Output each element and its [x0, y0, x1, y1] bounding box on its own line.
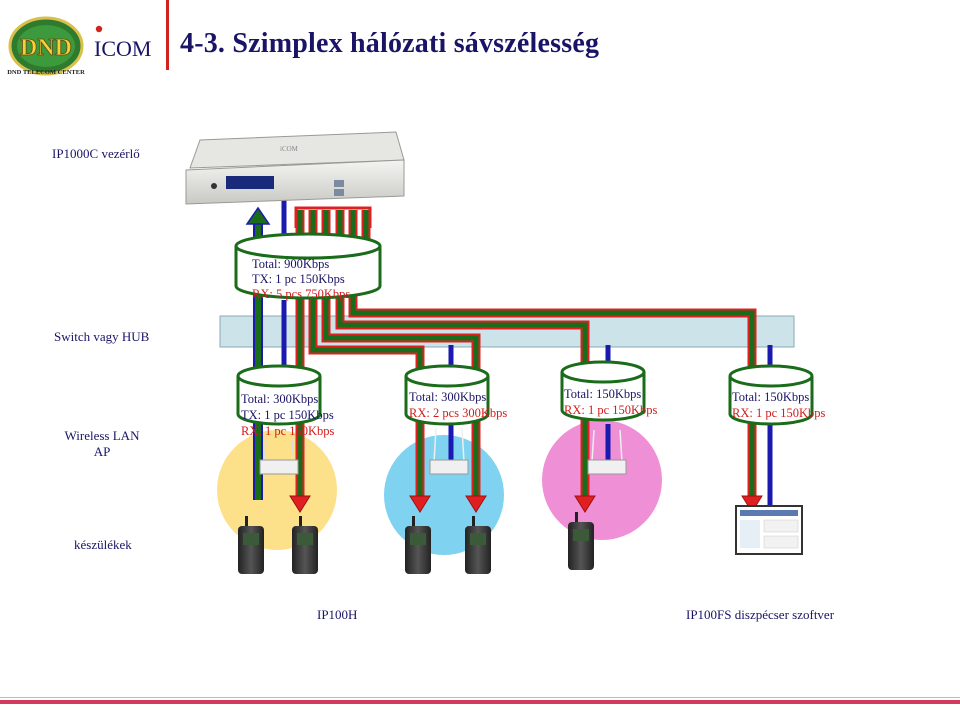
footer-line: [0, 700, 960, 704]
ip100fs-label: IP100FS diszpécser szoftver: [686, 607, 835, 622]
ap3-total: Total: 150Kbps: [564, 387, 641, 401]
ap-label-line1: Wireless LAN: [64, 428, 140, 443]
ip100h-radio-2: [292, 516, 318, 574]
ap-cylinder-3: Total: 150Kbps RX: 1 pc 150Kbps: [560, 360, 658, 422]
blue-links: [281, 200, 773, 508]
ip100h-radio-5: [568, 512, 594, 570]
controller-total: Total: 900Kbps: [252, 257, 329, 271]
ap-cylinder-1: Total: 300Kbps TX: 1 pc 150Kbps RX: 1 pc…: [236, 364, 335, 438]
ap-cylinder-4: Total: 150Kbps RX: 1 pc 150Kbps: [728, 364, 826, 426]
ap1-tx: TX: 1 pc 150Kbps: [241, 408, 334, 422]
wireless-ap-device-3: [587, 429, 627, 475]
logo-subtext: DND TELECOM CENTER: [7, 69, 85, 76]
coverage-zone-pink: [542, 420, 662, 540]
ap2-rx: RX: 2 pcs 300Kbps: [409, 406, 507, 420]
devices-label: készülékek: [74, 537, 132, 552]
dnd-logo: DND DND TELECOM CENTER ICOM: [6, 8, 166, 78]
ip100fs-dispatcher-monitor: [735, 505, 803, 555]
ap-label: Wireless LAN AP: [60, 428, 144, 460]
ap4-rx: RX: 1 pc 150Kbps: [732, 406, 826, 420]
title-divider: [166, 0, 169, 70]
controller-rx: RX: 5 pcs 750Kbps: [252, 287, 350, 301]
ip100h-radio-3: [405, 516, 431, 574]
controller-label: IP1000C vezérlő: [52, 146, 140, 161]
ap2-total: Total: 300Kbps: [409, 390, 486, 404]
footer-line-light: [0, 697, 960, 698]
controller-port-frame: [294, 206, 372, 228]
coverage-zone-yellow: [217, 430, 337, 550]
ip1000c-controller: iCOM: [185, 131, 405, 205]
rx-arrowheads: [289, 495, 763, 513]
page-title: 4-3. Szimplex hálózati sávszélesség: [180, 28, 600, 59]
ip100h-radio-4: [465, 516, 491, 574]
logo-text: DND: [20, 35, 72, 61]
ap3-rx: RX: 1 pc 150Kbps: [564, 403, 658, 417]
controller-tx: TX: 1 pc 150Kbps: [252, 272, 345, 286]
wireless-ap-device-1: [259, 439, 299, 475]
controller-bandwidth-cylinder: Total: 900Kbps TX: 1 pc 150Kbps RX: 5 pc…: [234, 232, 382, 301]
svg-text:iCOM: iCOM: [280, 145, 299, 153]
ip100h-radio-1: [238, 516, 264, 574]
ap1-rx: RX: 1 pc 150Kbps: [241, 424, 335, 438]
ap4-total: Total: 150Kbps: [732, 390, 809, 404]
ap-label-line2: AP: [93, 444, 111, 459]
ap-cylinder-2: Total: 300Kbps RX: 2 pcs 300Kbps: [404, 364, 507, 426]
icom-brand: ICOM: [94, 36, 151, 61]
wireless-ap-device-2: [429, 427, 469, 475]
ip100h-label: IP100H: [317, 607, 358, 622]
ap1-total: Total: 300Kbps: [241, 392, 318, 406]
switch-label: Switch vagy HUB: [54, 329, 150, 344]
